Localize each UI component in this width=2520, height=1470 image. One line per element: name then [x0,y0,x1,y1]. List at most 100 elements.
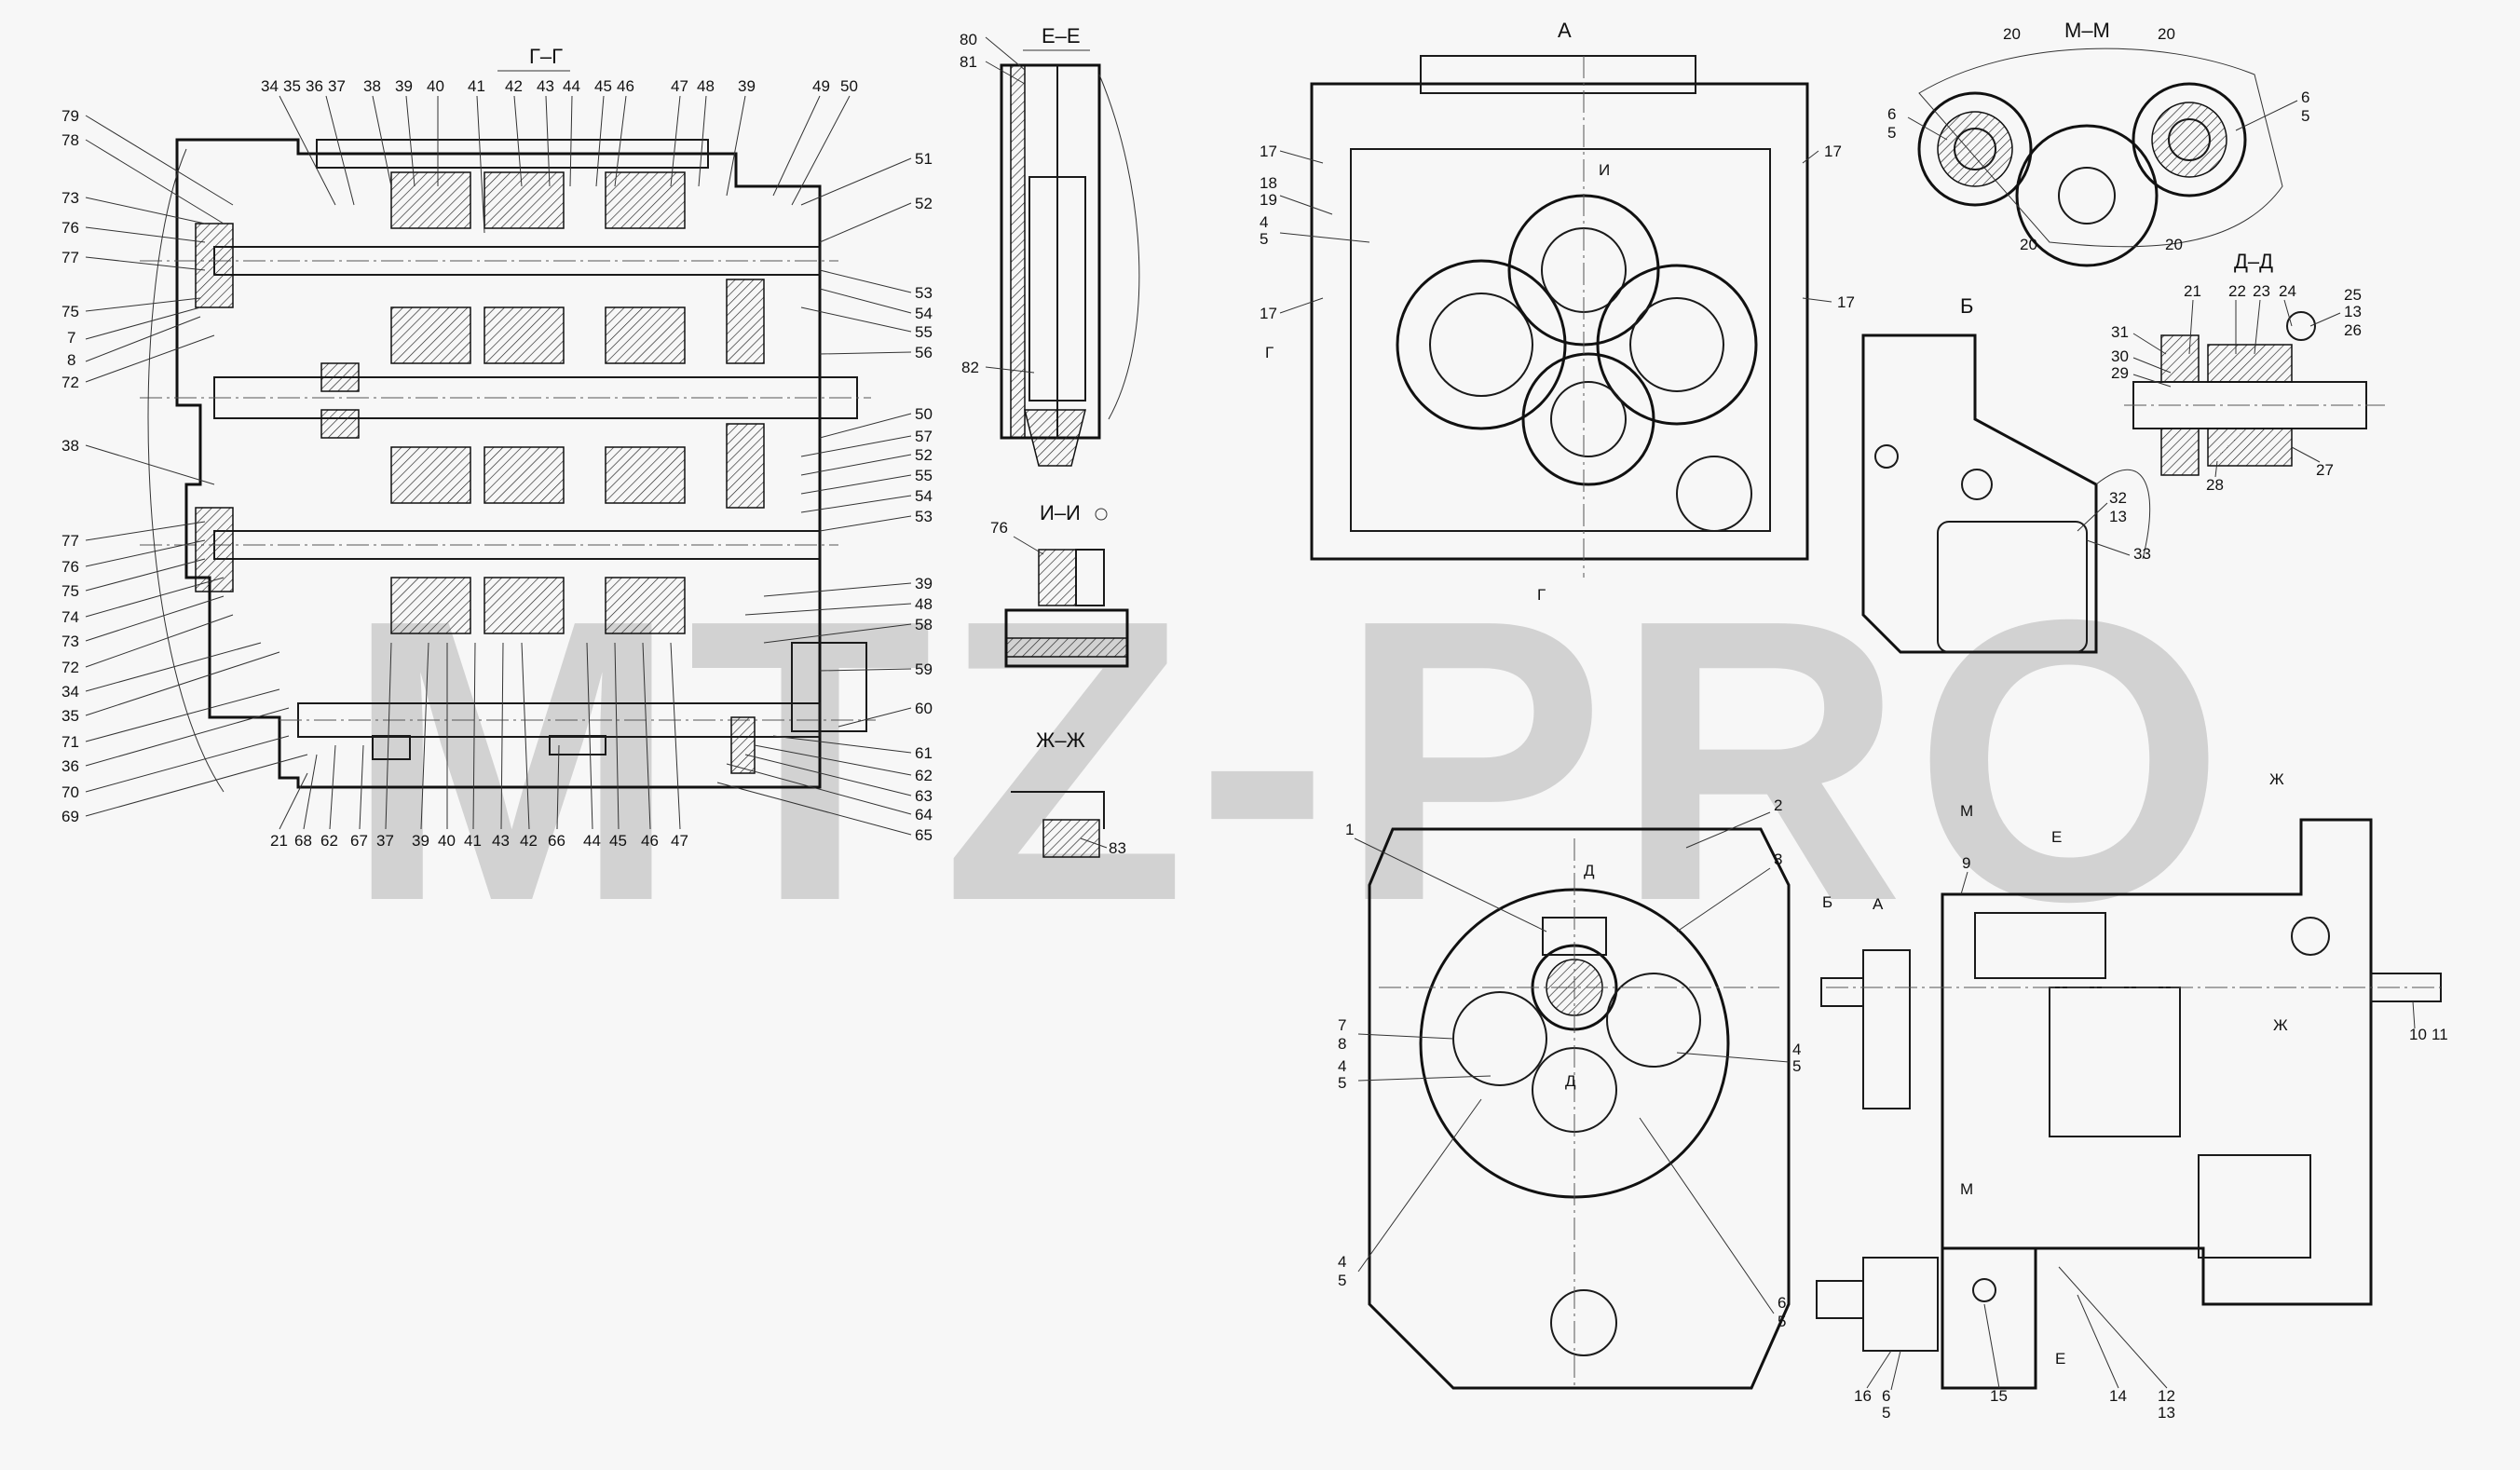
label-57: 57 [915,428,933,445]
label-33: 33 [2133,545,2151,563]
label-8-front: 8 [1338,1035,1346,1053]
label-16: 16 [1854,1387,1872,1405]
label-44: 44 [563,77,580,95]
label-20-c: 20 [2020,236,2037,253]
label-48: 48 [697,77,715,95]
gg-left-labels: 79 78 73 76 77 75 7 8 72 38 77 76 75 74 … [61,107,308,825]
label-32: 32 [2109,489,2127,507]
section-gg: Г–Г [140,45,876,793]
label-63: 63 [915,787,933,805]
cut-mark-d-top: Д [1584,862,1595,879]
label-45: 45 [594,77,612,95]
label-74: 74 [61,608,79,626]
label-81: 81 [960,53,977,71]
label-65: 65 [915,826,933,844]
label-75b: 75 [61,582,79,600]
label-54: 54 [915,305,933,322]
cut-mark-d-mid: Д [1565,1072,1576,1090]
label-7: 7 [67,329,75,347]
label-29: 29 [2111,364,2129,382]
label-15: 15 [1990,1387,2008,1405]
cut-mark-a: А [1873,895,1884,913]
label-18: 18 [1260,174,1277,192]
label-43-bottom: 43 [492,832,510,850]
label-52b: 52 [915,446,933,464]
label-36-left: 36 [61,757,79,775]
label-72b: 72 [61,659,79,676]
section-title-mm: М–М [2064,19,2110,42]
label-39b: 39 [738,77,756,95]
section-title-ee: Е–Е [1042,24,1081,48]
label-82: 82 [961,359,979,376]
label-75: 75 [61,303,79,320]
label-17-a4: 17 [1837,293,1855,311]
label-5-front-right: 5 [1792,1057,1801,1075]
label-79: 79 [61,107,79,125]
label-53: 53 [915,284,933,302]
label-27: 27 [2316,461,2334,479]
label-45-bottom: 45 [609,832,627,850]
label-35-left: 35 [61,707,79,725]
label-80: 80 [960,31,977,48]
label-5-front-left: 5 [1338,1074,1346,1092]
label-78: 78 [61,131,79,149]
label-52: 52 [915,195,933,212]
label-83: 83 [1109,839,1126,857]
label-21-bottom: 21 [270,832,288,850]
label-5-mm-right: 5 [2301,107,2309,125]
label-77: 77 [61,249,79,266]
label-13-side: 13 [2158,1404,2175,1422]
view-a: А 17 17 18 19 4 5 17 17 И Г Г [1260,19,1855,604]
label-43: 43 [537,77,554,95]
cut-mark-e-bottom: Е [2055,1350,2065,1368]
label-7-front: 7 [1338,1016,1346,1034]
label-13-dd: 13 [2344,303,2362,320]
label-5-front-bottom: 5 [1338,1272,1346,1289]
label-34-left: 34 [61,683,79,701]
label-28: 28 [2206,476,2224,494]
label-56: 56 [915,344,933,361]
label-51: 51 [915,150,933,168]
label-66: 66 [548,832,565,850]
label-34: 34 [261,77,279,95]
label-20-a: 20 [2003,25,2021,43]
label-4-front-right: 4 [1792,1041,1801,1058]
label-20-d: 20 [2165,236,2183,253]
label-48-right: 48 [915,595,933,613]
label-5-mm-left: 5 [1887,124,1896,142]
label-5-a: 5 [1260,230,1268,248]
label-9: 9 [1962,854,1970,872]
label-21-dd: 21 [2184,282,2201,300]
label-39-bottom: 39 [412,832,429,850]
label-46-bottom: 46 [641,832,659,850]
label-14: 14 [2109,1387,2127,1405]
cut-mark-zh-bottom: Ж [2273,1016,2288,1034]
label-50-right: 50 [915,405,933,423]
gg-right-labels: 51 52 53 54 55 56 50 57 52 55 54 53 39 4… [716,150,933,844]
label-62-bottom: 62 [320,832,338,850]
label-19: 19 [1260,191,1277,209]
label-62: 62 [915,767,933,784]
label-72: 72 [61,374,79,391]
label-8: 8 [67,351,75,369]
label-25: 25 [2344,286,2362,304]
cut-mark-g-top: Г [1265,344,1274,361]
view-b: Б 32 13 33 [1861,294,2151,654]
label-4-a: 4 [1260,213,1268,231]
label-49: 49 [812,77,830,95]
cut-mark-zh-top: Ж [2269,770,2284,788]
label-3: 3 [1774,851,1782,868]
side-view: 9 10 11 16 6 5 15 14 12 13 А М М Е Е Ж Ж [1816,770,2448,1422]
label-40: 40 [427,77,444,95]
section-title-gg: Г–Г [529,45,563,68]
cut-mark-g-bottom: Г [1537,586,1546,604]
label-46: 46 [617,77,634,95]
label-36: 36 [306,77,323,95]
label-54b: 54 [915,487,933,505]
section-dd: Д–Д 21 22 23 24 25 13 26 31 30 29 28 27 [2111,250,2385,494]
section-ii: И–И 76 [990,501,1129,668]
label-5-side: 5 [1882,1404,1890,1422]
label-59: 59 [915,660,933,678]
label-6-front: 6 [1778,1294,1786,1312]
label-6-side: 6 [1882,1387,1890,1405]
